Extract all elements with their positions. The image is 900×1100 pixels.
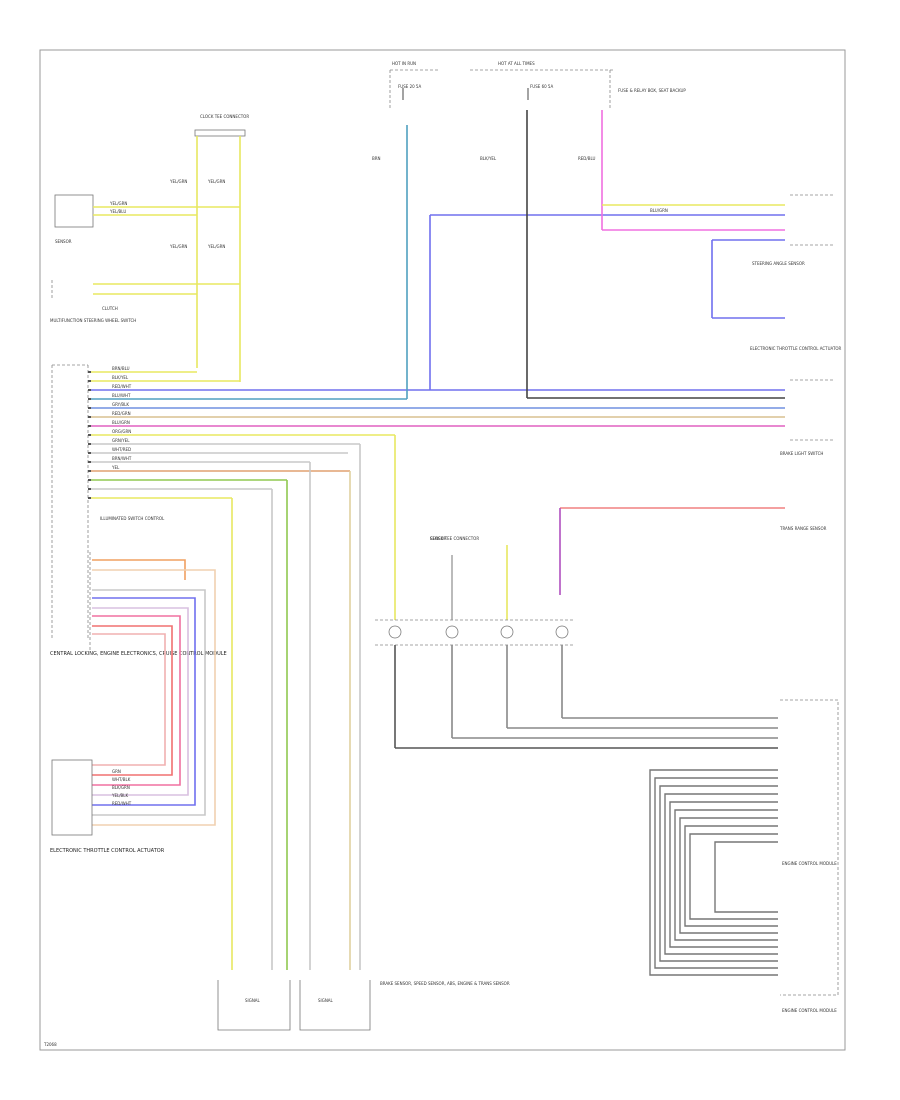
wire-label: WHT/RED [112,447,131,452]
wire-label: BLU/GRN [650,208,668,213]
wire-label: YEL/GRN [169,244,187,249]
trans-sensor-label: TRANS RANGE SENSOR [779,526,827,531]
brake-switch-box [790,379,835,441]
sensor-label: SENSOR [55,239,72,244]
wire-label: BLK/YEL [112,375,129,380]
brake-switch-label: BRAKE LIGHT SWITCH [780,451,823,456]
wire-label: GRN/YEL [112,438,130,443]
wire-label: BLU/WHT [112,393,131,398]
hot-in-run-box [389,69,440,110]
ecm2-label: ENGINE CONTROL MODULE [782,1008,837,1013]
wire-label: RED/WHT [112,801,132,806]
colored-loops [92,559,216,826]
center-connector-label: CLOCK TEE CONNECTOR [430,536,479,541]
connector-circle [388,625,402,639]
top-connector [194,129,246,137]
bottom-left-box [217,980,291,1031]
top-connector-label: CLOCK TEE CONNECTOR [200,114,249,119]
wire-label: BLK/YEL [480,156,497,161]
diagram-code: T2068 [43,1042,57,1047]
diagram-frame [39,49,846,1051]
bottom-left-label: SIGNAL [245,998,261,1003]
wire-label: YEL/GRN [207,244,225,249]
wire-label: GRY/BLK [112,402,129,407]
hot-center-label: HOT AT ALL TIMES [498,61,535,66]
wire-label: BRN/WHT [112,456,132,461]
wire-label: YEL/BLU [109,209,126,214]
sensor-side-label: SENSOR [430,536,447,541]
connector-circle [445,625,459,639]
sensor-box [54,194,94,228]
hot-left-label: HOT IN RUN [392,61,416,66]
wire-label: YEL/GRN [169,179,187,184]
bottom-note: BRAKE SENSOR, SPEED SENSOR, ABS, ENGINE … [380,981,510,986]
wire-label: RED/WHT [112,384,132,389]
fuse-box-label: FUSE & RELAY BOX, SEAT BACKUP [618,88,686,93]
ecm-box [780,699,839,996]
connector-circle [500,625,514,639]
hot-center-fuse: FUSE 60 5A [530,84,553,89]
wire-label: BRN/BLU [112,366,130,371]
ecm-wire-bundle [649,769,778,976]
hot-left-fuse: FUSE 20 5A [398,84,421,89]
wire-label: RED/GRN [112,411,131,416]
steering-sensor-box [790,194,835,246]
module-main-label: CENTRAL LOCKING, ENGINE ELECTRONICS, CRU… [50,651,227,657]
actuator-bottom-label: ELECTRONIC THROTTLE CONTROL ACTUATOR [50,848,165,854]
wire-label: YEL/GRN [109,201,127,206]
connector-row [375,619,575,646]
wire-label: BRN [372,156,381,161]
hot-at-all-times-box [470,69,615,110]
wire-label: BLU/GRN [112,420,130,425]
clutch-label: CLUTCH [102,306,118,311]
ecm-label: ENGINE CONTROL MODULE [782,861,837,866]
connector-circle [555,625,569,639]
wire-label: YEL/GRN [207,179,225,184]
module-pins [88,371,91,499]
wire-label: ORG/GRN [112,429,131,434]
actuator-label: ELECTRONIC THROTTLE CONTROL ACTUATOR [750,346,842,351]
wire-label: YEL/BLK [111,793,129,798]
bottom-right-box [299,980,371,1031]
wire-label: RED/BLU [578,156,596,161]
module-main-box [51,364,89,640]
multifunction-label: MULTIFUNCTION STEERING WHEEL SWITCH [50,318,136,323]
switch-stack-label: ILLUMINATED SWITCH CONTROL [100,516,165,521]
bottom-right-label: SIGNAL [318,998,334,1003]
steering-sensor-label: STEERING ANGLE SENSOR [752,261,805,266]
wire-label: YEL [111,465,120,470]
wire-label: WHT/BLK [112,777,131,782]
wire-label: GRN [112,769,121,774]
wire-label: BLK/GRN [112,785,130,790]
actuator-box [51,759,93,836]
